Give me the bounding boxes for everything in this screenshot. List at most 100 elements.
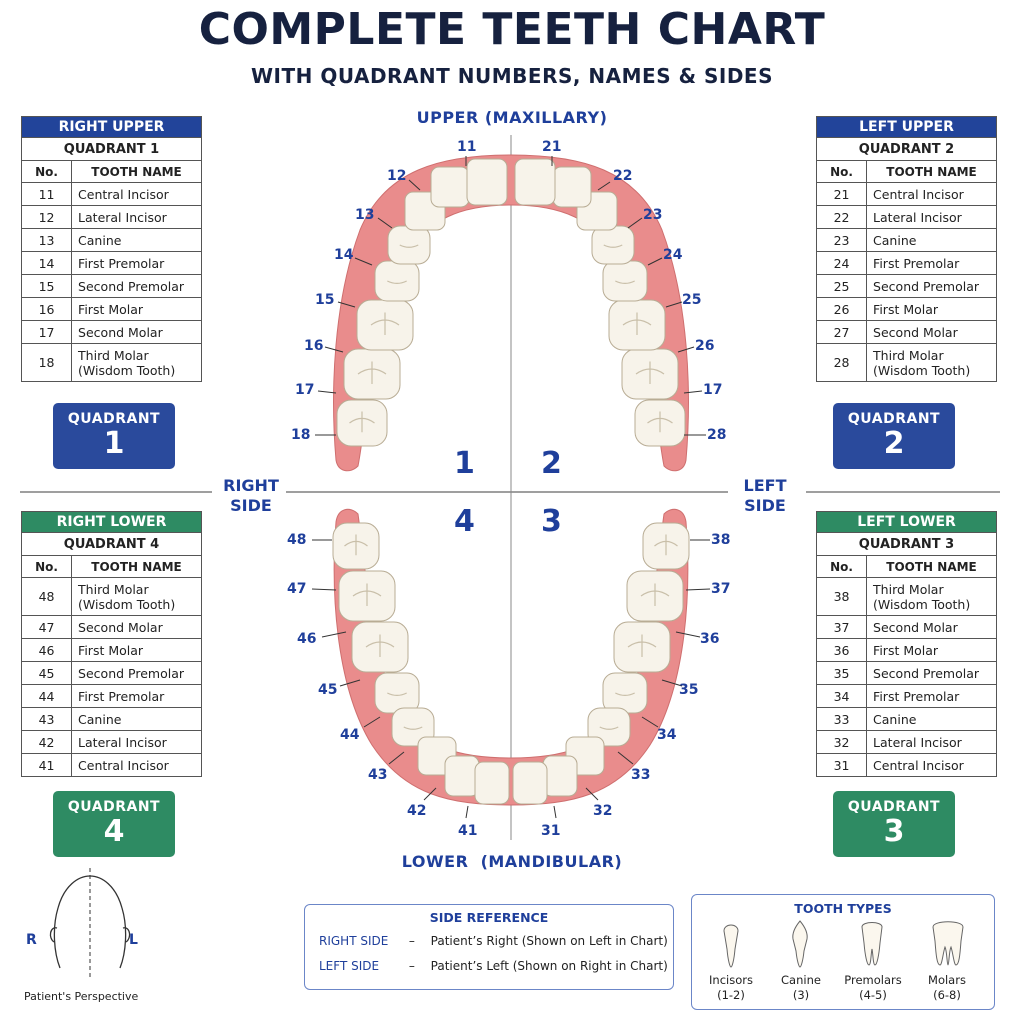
tooth-number-cell: 46 [20,638,73,662]
tooth-number-47: 47 [287,581,307,597]
center-q3-number: 3 [541,504,562,539]
tooth-number-cell: 23 [815,228,868,252]
tooth-name-cell: First Molar [71,638,202,662]
tooth-number-cell: 21 [815,182,868,206]
side-reference-box: SIDE REFERENCE RIGHT SIDE – Patient’s Ri… [304,904,674,990]
tooth-26 [608,299,666,351]
head-caption: Patient's Perspective [24,990,139,1003]
tooth-name-cell: Second Premolar [866,661,997,685]
canine-icon [792,920,808,968]
tooth-name-note: (Wisdom Tooth) [78,362,176,378]
table-quadrant: QUADRANT 1 [21,137,202,161]
tooth-number-35-leader [661,679,683,687]
col-no-header: No. [815,555,868,578]
tooth-name: Second Molar [873,324,958,340]
tooth-name: Canine [873,711,917,727]
tooth-number-43: 43 [368,767,388,783]
tooth-number-cell: 17 [20,320,73,344]
tooth-number-cell: 43 [20,707,73,731]
tooth-number-22: 22 [613,168,633,184]
tooth-number-24: 24 [663,247,683,263]
tooth-number-31: 31 [541,823,561,839]
tooth-number-16: 16 [304,338,324,354]
tooth-number-47-leader [311,588,337,591]
tooth-name: Second Molar [78,619,163,635]
tooth-number-cell: 18 [20,343,73,382]
tooth-type-molars: Molars(6-8) [928,973,966,1002]
tooth-number-14-leader [354,257,373,266]
tooth-number-cell: 25 [815,274,868,298]
tooth-type-premolars: Premolars(4-5) [844,973,902,1002]
tooth-name: Second Molar [873,619,958,635]
tooth-14 [387,225,431,265]
tooth-type-icons [723,920,964,968]
tooth-12 [430,166,470,208]
tooth-number-28: 28 [707,427,727,443]
tooth-number-42-leader [423,787,437,801]
tooth-number-13-leader [377,217,393,229]
table-quadrant: QUADRANT 3 [816,532,997,556]
table-title: LEFT UPPER [816,116,997,138]
tooth-name-cell: Second Molar [71,615,202,639]
tooth-number-15: 15 [315,292,335,308]
tooth-number-33-leader [617,751,634,765]
table-quadrant: QUADRANT 4 [21,532,202,556]
tooth-number-11: 11 [457,139,477,155]
tooth-number-46-leader [321,631,347,638]
tooth-25 [602,260,648,302]
col-name-header: TOOTH NAME [71,555,202,578]
tooth-28 [634,399,686,447]
tooth-number-17: 17 [295,382,315,398]
side-reference-title: SIDE REFERENCE [429,910,549,925]
tooth-42 [444,755,480,797]
tooth-name-cell: Central Incisor [866,182,997,206]
tooth-name-cell: Lateral Incisor [866,730,997,754]
tooth-number-12: 12 [387,168,407,184]
tooth-number-41-leader [465,805,469,819]
tooth-number-15-leader [337,301,356,308]
tooth-47 [338,570,396,622]
col-no-header: No. [815,160,868,183]
tooth-number-cell: 14 [20,251,73,275]
tooth-name-cell: Third Molar(Wisdom Tooth) [71,577,202,616]
tooth-name-note: (Wisdom Tooth) [78,596,176,612]
tooth-name: Second Premolar [78,278,184,294]
tooth-41 [474,761,510,805]
tooth-number-cell: 32 [815,730,868,754]
tooth-number-cell: 37 [815,615,868,639]
tooth-35 [602,672,648,714]
tooth-36 [613,621,671,673]
tooth-name: Canine [78,711,122,727]
tooth-number-33: 33 [631,767,651,783]
tooth-number-cell: 33 [815,707,868,731]
tooth-name-cell: Canine [866,228,997,252]
tooth-name-cell: First Premolar [71,251,202,275]
tooth-name-cell: Central Incisor [71,182,202,206]
tooth-name: Lateral Incisor [78,209,167,225]
tooth-number-16-leader [324,346,344,353]
tooth-name: First Premolar [873,255,960,271]
tooth-number-17-leader [317,390,337,394]
col-name-header: TOOTH NAME [71,160,202,183]
page-title: COMPLETE TEETH CHART [198,4,826,55]
tooth-types-box: TOOTH TYPES Incisors(1-2) Canine(3) Prem… [691,894,995,1010]
tooth-number-cell: 44 [20,684,73,708]
tooth-name: First Molar [78,301,144,317]
tooth-number-17: 17 [703,382,723,398]
tooth-types-title: TOOTH TYPES [794,901,892,916]
